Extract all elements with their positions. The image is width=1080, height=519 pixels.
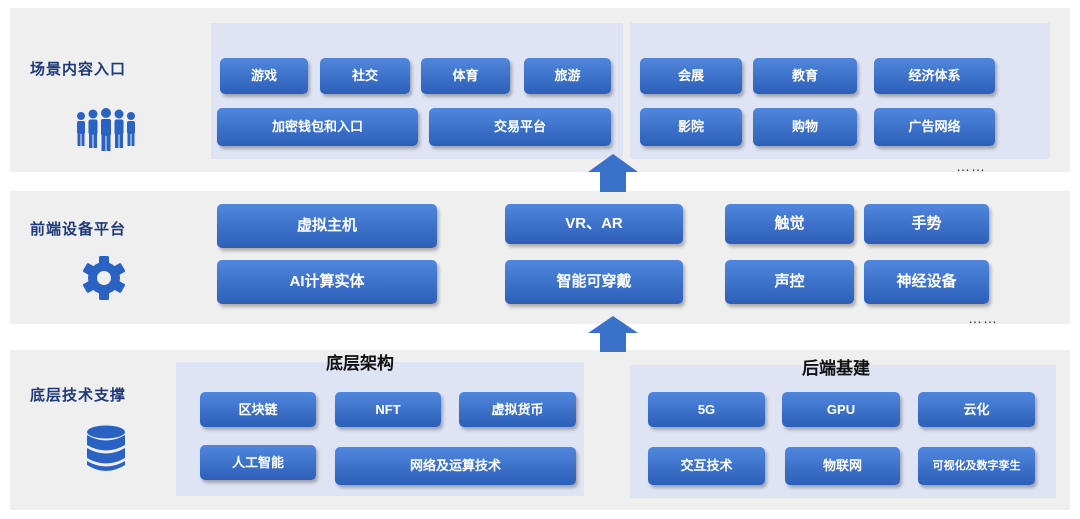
infra-5g: 5G (648, 392, 765, 427)
scene-item-education: 教育 (753, 58, 857, 94)
tech-virtual-currency: 虚拟货币 (459, 392, 576, 427)
scene-more-ellipsis: …… (956, 158, 986, 174)
scene-item-trading-platform: 交易平台 (429, 108, 611, 146)
device-voice-control: 声控 (725, 260, 854, 304)
scene-item-sports: 体育 (421, 58, 510, 94)
scene-item-social: 社交 (320, 58, 410, 94)
scene-item-crypto-wallet: 加密钱包和入口 (217, 108, 418, 146)
scene-item-travel: 旅游 (524, 58, 611, 94)
device-virtual-host: 虚拟主机 (217, 204, 437, 248)
infra-architecture-title: 底层架构 (326, 354, 394, 373)
tech-ai: 人工智能 (200, 445, 316, 480)
people-group-icon (77, 108, 135, 151)
infra-iot: 物联网 (785, 447, 900, 485)
device-vr-ar: VR、AR (505, 204, 683, 244)
infra-cloud: 云化 (918, 392, 1035, 427)
infra-gpu: GPU (782, 392, 900, 427)
scene-item-exhibition: 会展 (640, 58, 742, 94)
tech-blockchain: 区块链 (200, 392, 316, 427)
device-haptics: 触觉 (725, 204, 854, 244)
tech-network-computing: 网络及运算技术 (335, 447, 576, 485)
tech-nft: NFT (335, 392, 441, 427)
frontend-more-ellipsis: …… (968, 310, 998, 326)
scene-item-economy: 经济体系 (874, 58, 995, 94)
infra-layer-label: 底层技术支撑 (30, 387, 127, 404)
up-arrow-icon (588, 154, 638, 192)
database-icon (87, 425, 125, 471)
scene-item-ad-network: 广告网络 (874, 108, 995, 146)
scene-item-cinema: 影院 (640, 108, 742, 146)
device-ai-entity: AI计算实体 (217, 260, 437, 304)
scene-item-games: 游戏 (220, 58, 308, 94)
infra-visualization-digital-twin: 可视化及数字孪生 (918, 447, 1035, 485)
infra-backend-title: 后端基建 (802, 359, 870, 378)
gear-icon (82, 256, 126, 300)
scene-item-shopping: 购物 (753, 108, 857, 146)
device-gesture: 手势 (864, 204, 989, 244)
frontend-layer-label: 前端设备平台 (30, 221, 127, 238)
device-smart-wearable: 智能可穿戴 (505, 260, 683, 304)
device-neural: 神经设备 (864, 260, 989, 304)
up-arrow-icon (588, 316, 638, 352)
infra-interaction-tech: 交互技术 (648, 447, 765, 485)
scene-layer-label: 场景内容入口 (30, 61, 127, 78)
